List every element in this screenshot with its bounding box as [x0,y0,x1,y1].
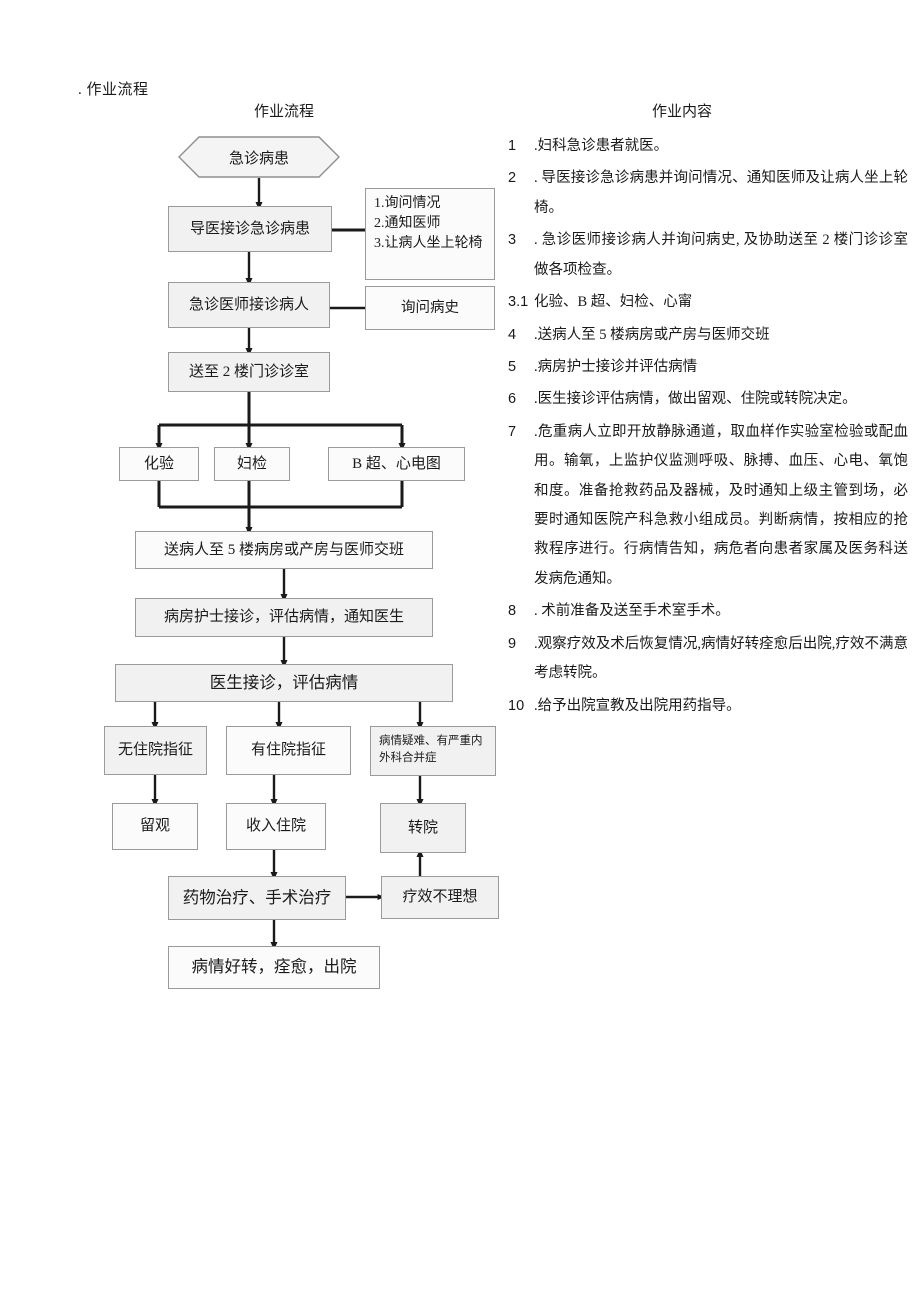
flow-node-recovered: 病情好转，痊愈，出院 [168,946,380,989]
flow-node-start: 急诊病患 [178,136,340,178]
flow-node-poor-effect-label: 疗效不理想 [402,889,478,906]
content-list-item: 1 .妇科急诊患者就医。 [508,132,908,161]
flow-node-treatment-label: 药物治疗、手术治疗 [182,887,332,907]
content-item-number: 5 [508,358,517,375]
content-list-item: 10 .给予出院宣教及出院用药指导。 [508,692,908,721]
content-item-text: 化验、B 超、妇检、心甯 [534,294,693,311]
flow-node-complex-case: 病情疑难、有严重内外科合并症 [370,726,496,776]
content-item-text: . 导医接诊急诊病患并询问情况、通知医师及让病人坐上轮椅。 [534,170,908,216]
content-list-item: 2 . 导医接诊急诊病患并询问情况、通知医师及让病人坐上轮椅。 [508,164,908,223]
content-item-number: 1 [508,138,517,154]
content-list-item: 3.1 化验、B 超、妇检、心甯 [508,288,908,317]
flow-node-triage: 导医接诊急诊病患 [168,206,332,252]
content-item-number: 3 [508,232,517,249]
flow-node-exam-gyn-label: 妇检 [236,455,267,472]
content-item-text: .危重病人立即开放静脉通道，取血样作实验室检验或配血用。输氧，上监护仪监测呼吸、… [534,423,908,587]
content-item-text: .医生接诊评估病情，做出留观、住院或转院决定。 [534,391,857,408]
content-list-item: 6 .医生接诊评估病情，做出留观、住院或转院决定。 [508,385,908,414]
flow-node-start-label: 急诊病患 [228,150,289,167]
content-item-text: .妇科急诊患者就医。 [534,138,669,154]
content-column-header: 作业内容 [652,104,713,120]
content-item-text: . 急诊医师接诊病人并询问病史, 及协助送至 2 楼门诊诊室做各项检查。 [534,232,908,278]
flow-node-no-admit-label: 无住院指征 [117,742,193,759]
content-item-number: 10 [508,697,525,714]
content-list-item: 4 .送病人至 5 楼病房或产房与医师交班 [508,321,908,350]
content-list: 1 .妇科急诊患者就医。 2 . 导医接诊急诊病患并询问情况、通知医师及让病人坐上轮椅… [508,132,908,724]
flow-node-no-admit: 无住院指征 [104,726,207,775]
flow-note-doctor-label: 询问病史 [401,299,459,316]
flowchart-diagram: 急诊病患 导医接诊急诊病患 1.询问情况 2.通知医师 3.让病人坐上轮椅 急诊… [0,0,500,1010]
flow-node-doctor-assess: 医生接诊，评估病情 [115,664,453,702]
flow-node-send-5f: 送病人至 5 楼病房或产房与医师交班 [135,531,433,569]
hexagon-shape [178,136,340,178]
flow-node-yes-admit: 有住院指征 [226,726,351,775]
content-item-number: 3.1 [508,294,529,311]
flow-node-send-2f: 送至 2 楼门诊诊室 [168,352,330,392]
flow-node-triage-label: 导医接诊急诊病患 [189,220,310,237]
flow-node-exam-gyn: 妇检 [214,447,290,481]
flow-node-ward-nurse: 病房护士接诊，评估病情，通知医生 [135,598,433,637]
content-item-number: 6 [508,391,517,408]
flow-node-exam-bus: B 超、心电图 [328,447,465,481]
flow-node-transfer: 转院 [380,803,466,853]
flow-note-triage: 1.询问情况 2.通知医师 3.让病人坐上轮椅 [365,188,495,280]
content-item-text: .观察疗效及术后恢复情况,病情好转痊愈后出院,疗效不满意考虑转院。 [534,635,908,682]
content-list-item: 9 .观察疗效及术后恢复情况,病情好转痊愈后出院,疗效不满意考虑转院。 [508,630,908,689]
flow-node-observe-label: 留观 [139,818,170,835]
page-title: . 作业流程 [78,82,149,98]
flow-note-triage-label: 1.询问情况 2.通知医师 3.让病人坐上轮椅 [374,196,483,251]
content-list-item: 8 . 术前准备及送至手术室手术。 [508,597,908,626]
content-item-number: 8 [508,603,517,620]
flow-node-doctor-assess-label: 医生接诊，评估病情 [209,672,359,692]
content-item-number: 9 [508,635,517,652]
flow-node-exam-bus-label: B 超、心电图 [352,455,441,472]
content-item-text: .送病人至 5 楼病房或产房与医师交班 [534,326,770,343]
content-item-text: . 术前准备及送至手术室手术。 [534,603,730,620]
content-list-item: 3 . 急诊医师接诊病人并询问病史, 及协助送至 2 楼门诊诊室做各项检查。 [508,226,908,285]
content-item-text: .病房护士接诊并评估病情 [534,358,698,375]
flow-node-exam-lab-label: 化验 [143,455,174,472]
flow-column-header: 作业流程 [254,104,315,120]
flow-node-exam-lab: 化验 [119,447,199,481]
flow-node-admit-label: 收入住院 [245,818,306,835]
flow-node-complex-case-label: 病情疑难、有严重内外科合并症 [379,735,483,765]
flow-note-doctor: 询问病史 [365,286,495,330]
flow-node-poor-effect: 疗效不理想 [381,876,499,919]
content-item-number: 4 [508,326,517,343]
flow-node-observe: 留观 [112,803,198,850]
content-list-item: 5 .病房护士接诊并评估病情 [508,353,908,382]
flow-node-yes-admit-label: 有住院指征 [250,742,326,759]
content-item-number: 2 [508,170,517,187]
flow-node-ward-nurse-label: 病房护士接诊，评估病情，通知医生 [163,609,404,626]
flow-node-admit: 收入住院 [226,803,326,850]
flow-node-treatment: 药物治疗、手术治疗 [168,876,346,920]
content-item-number: 7 [508,423,517,440]
content-item-text: .给予出院宣教及出院用药指导。 [534,697,741,714]
flow-node-doctor-receive-label: 急诊医师接诊病人 [188,296,309,313]
flow-node-recovered-label: 病情好转，痊愈，出院 [191,957,357,977]
flow-node-transfer-label: 转院 [407,819,438,836]
flow-node-send-2f-label: 送至 2 楼门诊诊室 [188,363,309,380]
content-list-item: 7 .危重病人立即开放静脉通道，取血样作实验室检验或配血用。输氧，上监护仪监测呼吸… [508,418,908,595]
flow-node-send-5f-label: 送病人至 5 楼病房或产房与医师交班 [163,541,404,558]
flow-node-doctor-receive: 急诊医师接诊病人 [168,282,330,328]
